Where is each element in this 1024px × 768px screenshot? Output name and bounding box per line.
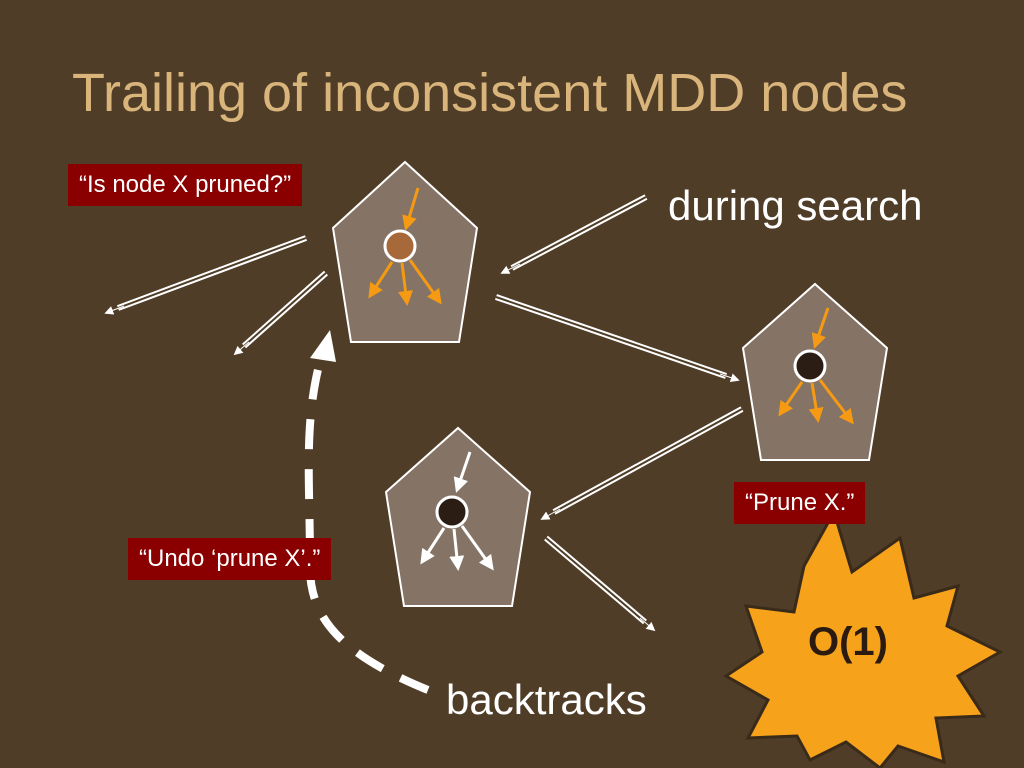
flow-arrows bbox=[104, 194, 744, 632]
arrow-search-in bbox=[500, 194, 648, 274]
complexity-label: O(1) bbox=[808, 620, 888, 664]
node-circle-brown bbox=[383, 229, 417, 263]
outgoing-edge-orange bbox=[818, 379, 854, 425]
arrow-top-out-left bbox=[104, 235, 308, 315]
arrow-bottom-out bbox=[544, 535, 656, 632]
incoming-edge-white bbox=[453, 451, 472, 493]
mdd-node-right bbox=[741, 282, 889, 461]
outgoing-edge-orange bbox=[398, 262, 413, 306]
mdd-node-bottom bbox=[384, 426, 532, 607]
backtrack-arrow bbox=[304, 330, 430, 694]
arrow-right-to-bottom bbox=[540, 406, 744, 520]
outgoing-edge-white bbox=[460, 525, 494, 571]
node-circle-dark bbox=[793, 349, 827, 383]
outgoing-edge-white bbox=[449, 528, 465, 571]
during-search-label: during search bbox=[668, 182, 923, 229]
slide-title: Trailing of inconsistent MDD nodes bbox=[72, 63, 908, 123]
arrow-top-to-right bbox=[495, 294, 740, 382]
outgoing-edge-orange bbox=[408, 259, 442, 305]
incoming-edge-orange bbox=[402, 187, 420, 231]
outgoing-edge-white bbox=[420, 527, 446, 565]
callout-prune: “Prune X.” bbox=[734, 482, 866, 524]
callout-is-pruned: “Is node X pruned?” bbox=[68, 164, 303, 206]
incoming-edge-orange bbox=[811, 307, 830, 349]
outgoing-edge-orange bbox=[778, 381, 804, 417]
callout-undo: “Undo ‘prune X’.” bbox=[128, 538, 332, 580]
outgoing-edge-orange bbox=[808, 382, 824, 423]
arrow-top-out-down-left bbox=[233, 270, 328, 356]
node-circle-dark bbox=[435, 495, 469, 529]
backtracks-label: backtracks bbox=[446, 676, 647, 723]
complexity-burst bbox=[723, 508, 1004, 768]
backtrack-arrowhead bbox=[310, 330, 336, 362]
mdd-node-top bbox=[331, 160, 479, 343]
outgoing-edge-orange bbox=[368, 261, 394, 299]
